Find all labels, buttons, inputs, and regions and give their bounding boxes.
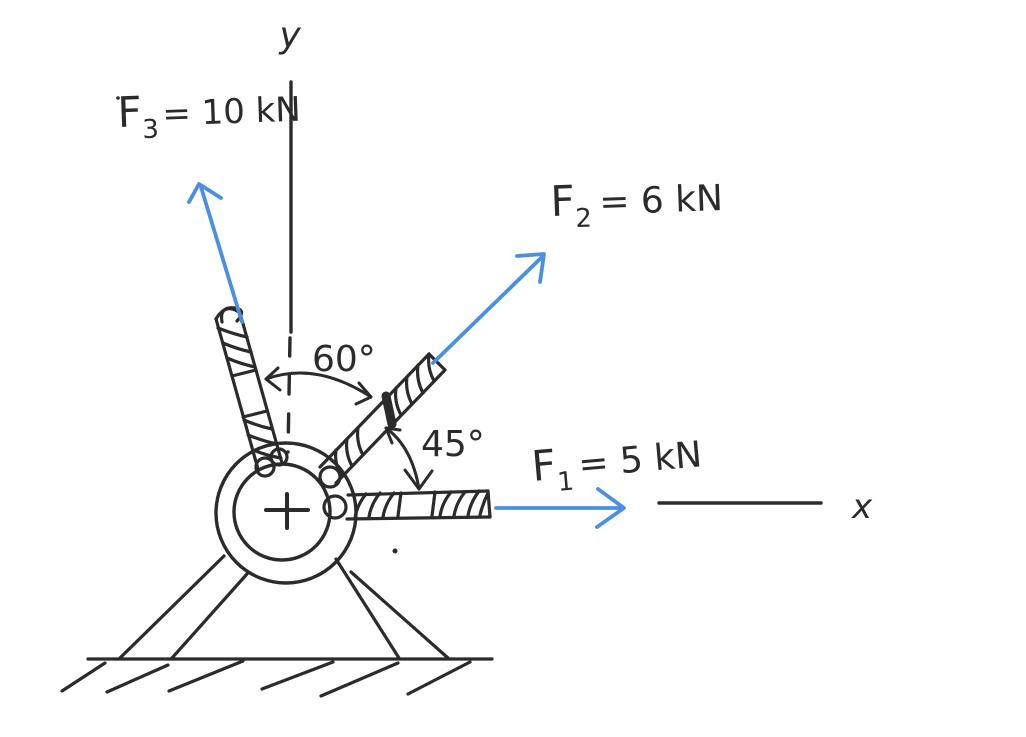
angle-45-arrowhead-down	[403, 468, 434, 491]
f3-arrowhead	[187, 182, 223, 204]
angle-60-label: 60°	[312, 339, 376, 380]
angle-45-arc	[384, 426, 434, 491]
f3-label: F3= 10 kN	[117, 82, 302, 146]
ground-hatching	[60, 659, 472, 698]
force-arrows	[187, 182, 626, 529]
rope-f3	[214, 306, 289, 478]
y-axis-dashed-line	[286, 336, 292, 454]
f2-subscript: 2	[575, 204, 593, 235]
angle-45-arrowhead-up	[384, 426, 402, 445]
center-cross-marker	[264, 492, 310, 530]
angle-60-arrowhead-right	[354, 381, 373, 406]
f2-arrowhead	[515, 252, 546, 284]
angle-45-label: 45°	[421, 424, 485, 465]
f3-symbol: F	[117, 87, 143, 137]
rope-f2	[318, 352, 447, 489]
y-axis	[286, 80, 293, 454]
f3-value: = 10 kN	[162, 90, 302, 135]
f2-value: = 6 kN	[599, 178, 724, 223]
f1-value: = 5 kN	[577, 434, 704, 486]
f2-force-arrow	[431, 252, 546, 365]
f1-arrowhead	[595, 487, 626, 529]
f1-symbol: F	[530, 440, 558, 491]
angle-60-arc	[264, 366, 373, 406]
f1-label: F1= 5 kN	[530, 427, 705, 500]
ground	[60, 657, 494, 698]
f3-subscript: 3	[142, 115, 160, 146]
support-legs	[118, 554, 450, 660]
angle-60-arrowhead-left	[264, 366, 282, 392]
f2-label: F2= 6 kN	[550, 171, 724, 235]
x-axis-label: x	[851, 487, 873, 527]
ink-specks	[116, 96, 398, 554]
f1-force-arrow	[494, 487, 626, 529]
f1-subscript: 1	[556, 466, 575, 497]
y-axis-label: y	[278, 15, 301, 56]
f3-force-arrow	[187, 182, 244, 324]
f2-symbol: F	[550, 176, 576, 226]
rope-f1	[322, 489, 492, 521]
